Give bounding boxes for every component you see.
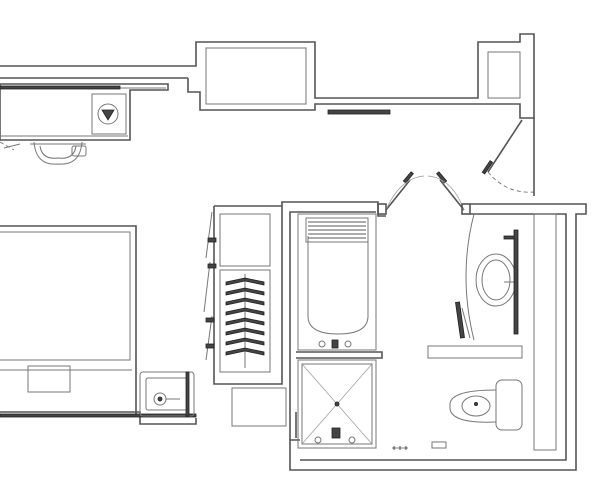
entry-door [481,118,535,196]
window-niche-right [487,51,521,99]
bathroom-walls [289,203,587,471]
bed [0,225,137,414]
toilet [449,379,523,431]
vanity [455,213,519,341]
swing-doors [377,171,471,215]
vanity-mirror [513,229,519,335]
floor-drain [431,441,447,449]
closet-cabinet [231,387,287,427]
bed-pillow [27,365,71,393]
top-wall [0,33,535,119]
window-niche-left [205,47,307,105]
desk-area [0,83,169,165]
closet [203,201,386,427]
toilet-room [392,345,523,450]
desk [0,83,169,141]
office-chair [30,141,87,165]
desk-lamp [91,93,127,135]
bathtub [296,213,383,359]
closet-shelf-upper [219,213,271,267]
shower-stall [295,359,377,449]
towel-rack [305,217,369,243]
nightstand [0,371,197,425]
closet-shelf-lower [219,269,271,373]
closet-hangers [225,277,265,356]
lamp-shade-icon [97,103,119,125]
tub-faucet [318,339,352,349]
bath-wall-pier [533,213,557,451]
shower-valve [314,427,356,444]
window-header [327,109,391,115]
closet-doors [203,211,217,361]
